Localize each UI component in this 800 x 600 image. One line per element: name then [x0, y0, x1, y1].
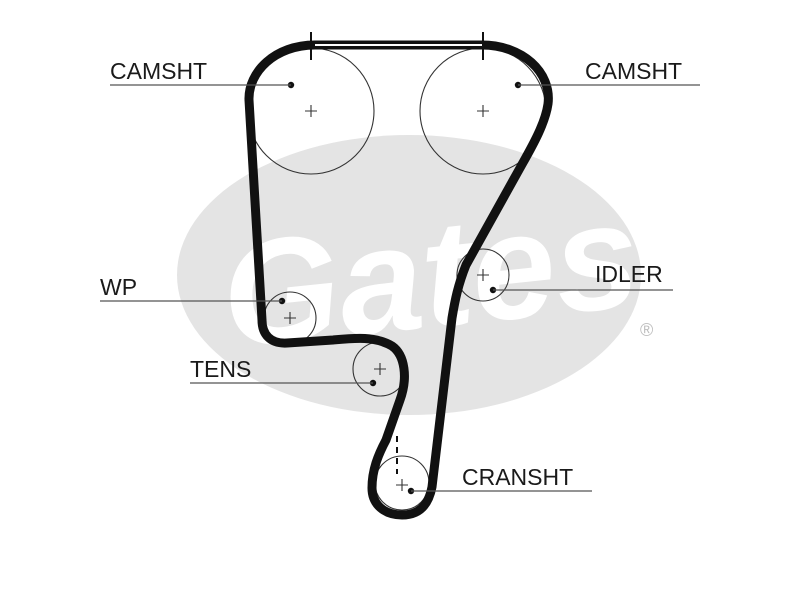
- label-tensioner: TENS: [190, 356, 251, 382]
- leader-lines: [100, 84, 700, 492]
- label-water-pump: WP: [100, 274, 137, 300]
- label-camshaft-right: CAMSHT: [585, 58, 682, 84]
- camshaft-right-center: [477, 105, 489, 117]
- belt-path: [244, 40, 553, 520]
- idler-center: [477, 269, 489, 281]
- label-camshaft-left: CAMSHT: [110, 58, 207, 84]
- water-pump-center: [284, 312, 296, 324]
- registered-mark: ®: [640, 320, 653, 340]
- label-crankshaft: CRANSHT: [462, 464, 573, 490]
- timing-marks: [310, 32, 484, 474]
- label-idler: IDLER: [595, 261, 663, 287]
- pulley-centers: [284, 105, 489, 491]
- timing-belt: [244, 40, 553, 520]
- camshaft-left-center: [305, 105, 317, 117]
- crankshaft-center: [396, 479, 408, 491]
- tensioner-center: [374, 363, 386, 375]
- component-labels: CAMSHT CAMSHT WP IDLER TENS CRANSHT: [100, 58, 682, 490]
- idler-pulley: [456, 248, 510, 302]
